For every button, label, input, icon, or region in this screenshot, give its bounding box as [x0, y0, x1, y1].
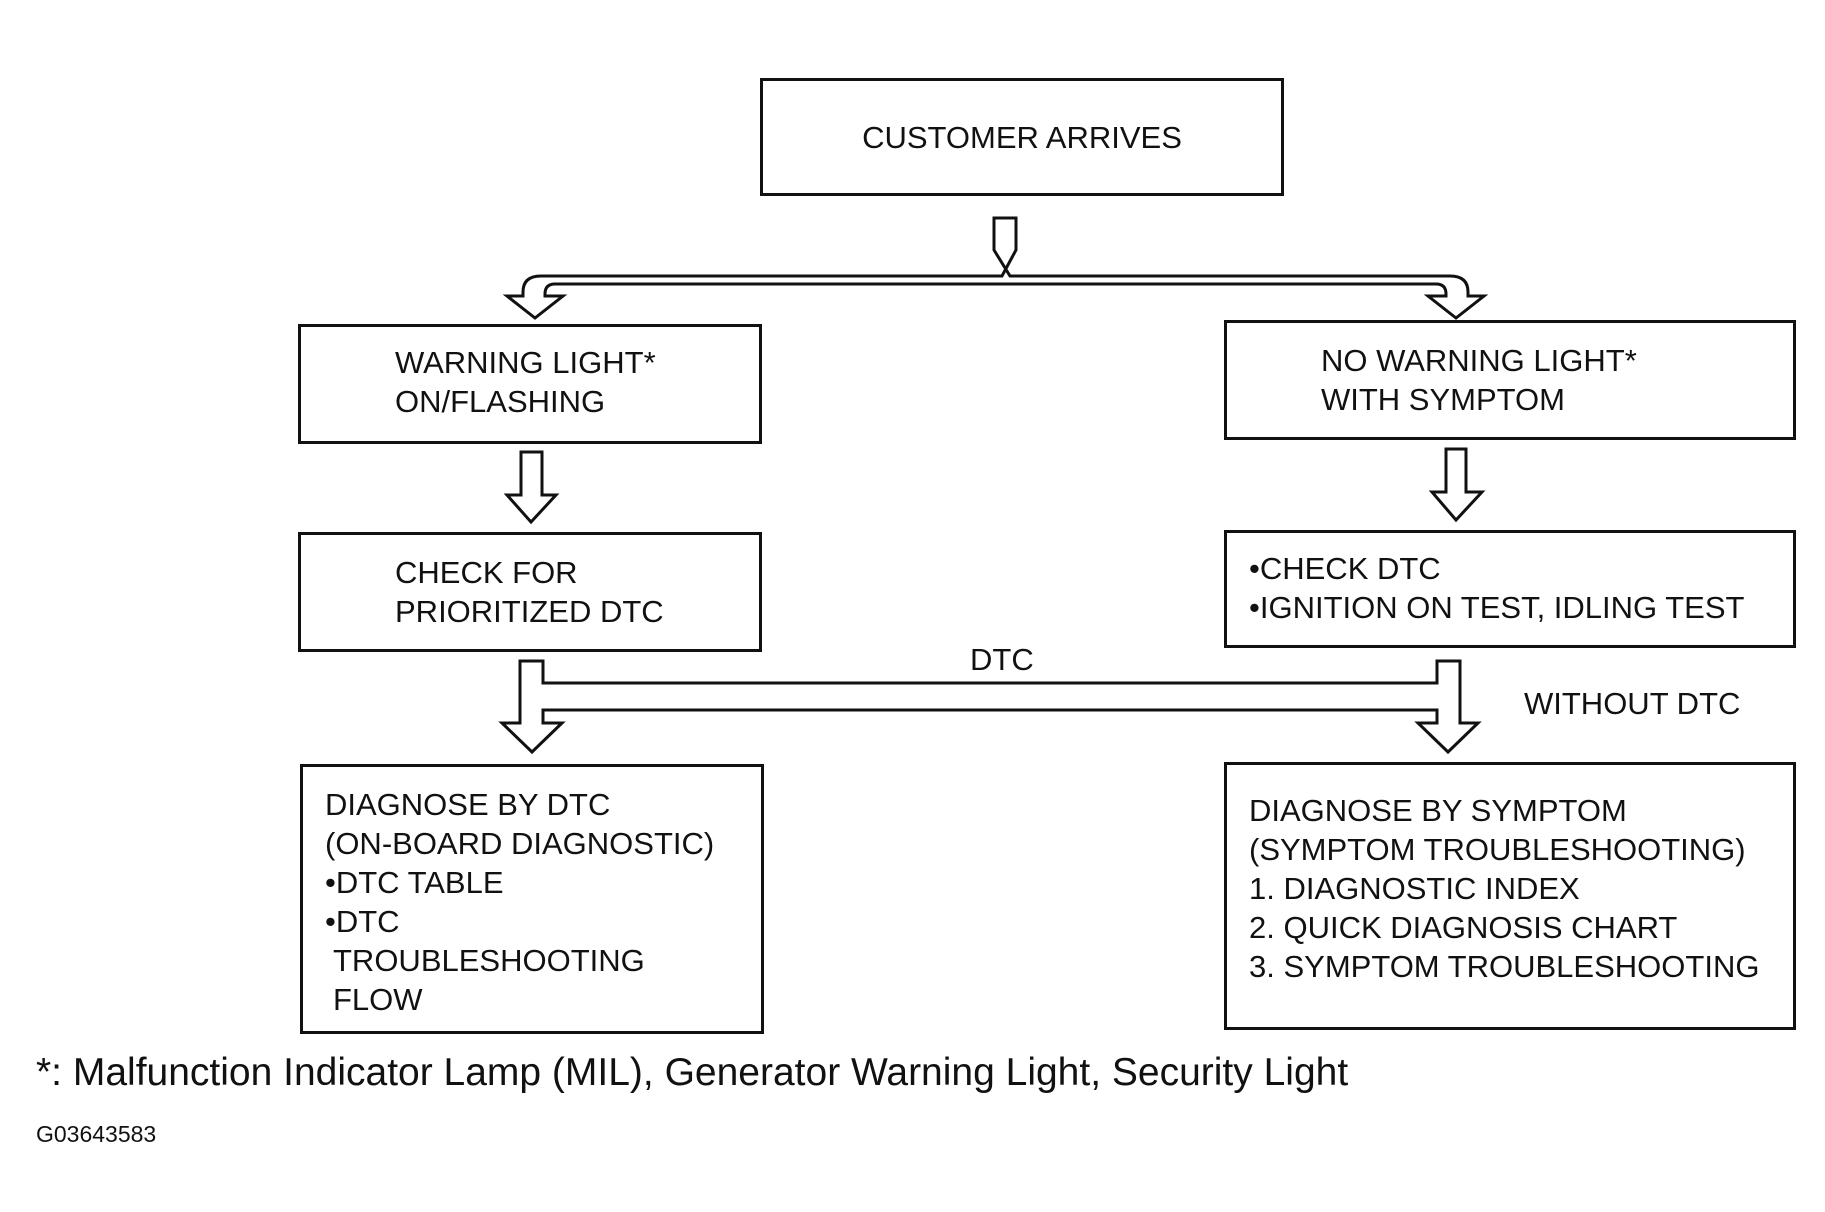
diagnose-symptom-line-5: 3. SYMPTOM TROUBLESHOOTING [1249, 949, 1760, 984]
warning-light-line-2: ON/FLASHING [395, 384, 606, 419]
diagnose-dtc-line-2: (ON-BOARD DIAGNOSTIC) [325, 826, 715, 861]
check-dtc-line-2: •IGNITION ON TEST, IDLING TEST [1249, 590, 1745, 625]
check-prioritized-dtc-box: CHECK FOR PRIORITIZED DTC [298, 532, 762, 652]
diagnose-dtc-line-6: FLOW [333, 982, 423, 1017]
check-dtc-box: •CHECK DTC •IGNITION ON TEST, IDLING TES… [1224, 530, 1796, 648]
diagnose-by-symptom-box: DIAGNOSE BY SYMPTOM (SYMPTOM TROUBLESHOO… [1224, 762, 1796, 1030]
diagnose-symptom-line-3: 1. DIAGNOSTIC INDEX [1249, 871, 1580, 906]
no-warning-light-line-2: WITH SYMPTOM [1321, 382, 1565, 417]
customer-arrives-label: CUSTOMER ARRIVES [862, 119, 1182, 155]
dtc-cross-arrow [498, 659, 1482, 755]
diagnose-dtc-line-5: TROUBLESHOOTING [333, 943, 645, 978]
check-dtc-line-1: •CHECK DTC [1249, 551, 1441, 586]
diagnose-symptom-line-4: 2. QUICK DIAGNOSIS CHART [1249, 910, 1678, 945]
warning-light-box: WARNING LIGHT* ON/FLASHING [298, 324, 762, 444]
no-warning-light-line-1: NO WARNING LIGHT* [1321, 343, 1637, 378]
customer-arrives-box: CUSTOMER ARRIVES [760, 78, 1284, 196]
check-prioritized-line-2: PRIORITIZED DTC [395, 594, 664, 629]
footnote: *: Malfunction Indicator Lamp (MIL), Gen… [36, 1051, 1349, 1094]
arrow-left-1 [503, 450, 560, 525]
split-arrow [502, 216, 1489, 320]
no-warning-light-box: NO WARNING LIGHT* WITH SYMPTOM [1224, 320, 1796, 440]
diagnose-symptom-line-2: (SYMPTOM TROUBLESHOOTING) [1249, 832, 1746, 867]
diagnose-symptom-line-1: DIAGNOSE BY SYMPTOM [1249, 793, 1627, 828]
diagnose-dtc-line-3: •DTC TABLE [325, 865, 504, 900]
figure-id: G03643583 [36, 1121, 157, 1147]
diagnose-dtc-line-4: •DTC [325, 904, 400, 939]
warning-light-line-1: WARNING LIGHT* [395, 345, 656, 380]
without-dtc-label: WITHOUT DTC [1524, 686, 1741, 721]
diagnose-by-dtc-box: DIAGNOSE BY DTC (ON-BOARD DIAGNOSTIC) •D… [300, 764, 764, 1034]
check-prioritized-line-1: CHECK FOR [395, 555, 578, 590]
dtc-connector-label: DTC [970, 642, 1034, 677]
arrow-right-1 [1428, 447, 1486, 523]
diagnose-dtc-line-1: DIAGNOSE BY DTC [325, 787, 611, 822]
